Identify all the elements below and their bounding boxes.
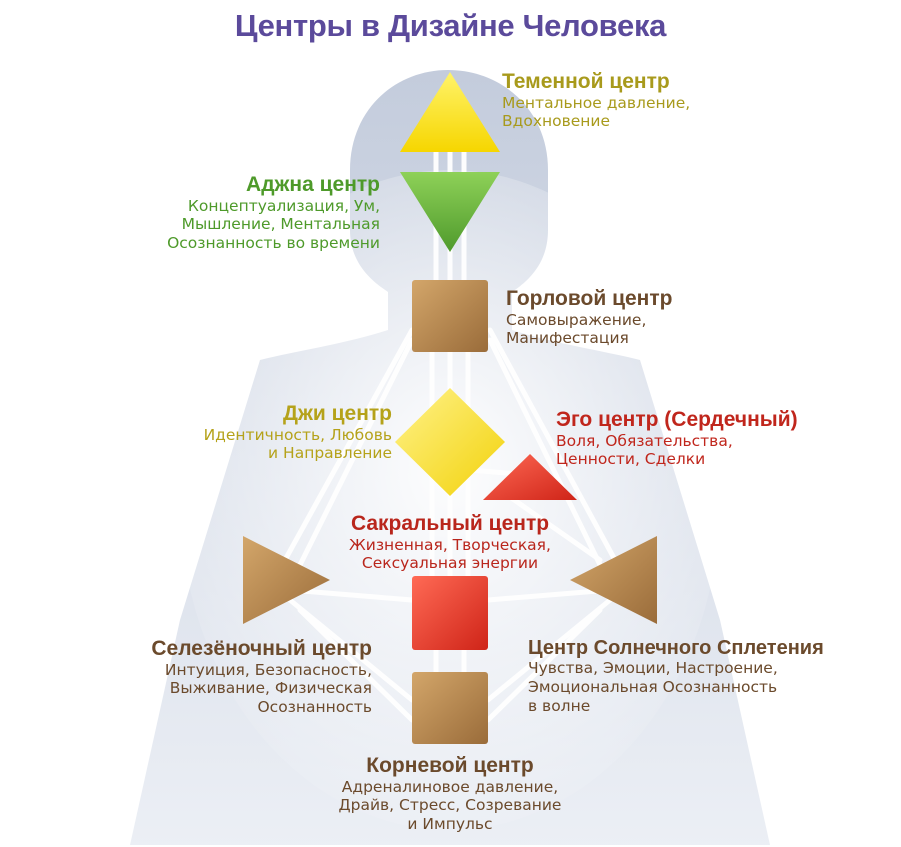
root-center-desc-2: Драйв, Стресс, Созревание: [338, 796, 562, 815]
g-center-shape: [395, 388, 505, 496]
sacral-center-shape: [412, 576, 488, 650]
ego-center-name: Эго центр (Сердечный): [556, 408, 798, 431]
crown-center-name: Теменной центр: [502, 70, 670, 93]
g-center-desc-1: Идентичность, Любовь: [203, 425, 392, 444]
g-center-label: Джи центр Идентичность, Любовь и Направл…: [150, 402, 392, 463]
solar-plexus-center-desc-1: Чувства, Эмоции, Настроение,: [528, 659, 778, 678]
spleen-center-desc-2: Выживание, Физическая: [169, 679, 372, 698]
sacral-center-label: Сакральный центр Жизненная, Творческая, …: [310, 512, 590, 573]
crown-center-desc-1: Ментальное давление,: [502, 93, 691, 112]
root-center-name: Корневой центр: [366, 754, 534, 777]
solar-plexus-center-name: Центр Солнечного Сплетения: [528, 637, 824, 659]
solar-plexus-center-desc-3: в волне: [528, 696, 591, 715]
solar-plexus-center-desc-2: Эмоциональная Осознанность: [528, 677, 778, 696]
crown-center-desc-2: Вдохновение: [502, 112, 611, 131]
ajna-center-shape: [400, 172, 500, 252]
ego-center-shape: [483, 454, 577, 500]
channel-lines: [282, 147, 618, 723]
solar-plexus-center-label: Центр Солнечного Сплетения Чувства, Эмоц…: [528, 637, 824, 715]
g-center-name: Джи центр: [283, 402, 392, 425]
root-center-shape: [412, 672, 488, 744]
ajna-center-desc-3: Осознанность во времени: [167, 233, 380, 252]
throat-center-name: Горловой центр: [506, 287, 673, 310]
crown-center-shape: [400, 72, 500, 152]
crown-center-label: Теменной центр Ментальное давление, Вдох…: [502, 70, 690, 131]
root-center-desc-3: и Импульс: [407, 814, 493, 833]
throat-center-shape: [412, 280, 488, 352]
ajna-center-label: Аджна центр Концептуализация, Ум, Мышлен…: [100, 173, 380, 252]
throat-center-label: Горловой центр Самовыражение, Манифестац…: [506, 287, 672, 348]
ego-center-desc-1: Воля, Обязательства,: [556, 431, 733, 450]
ajna-center-desc-1: Концептуализация, Ум,: [187, 196, 380, 215]
spleen-center-label: Селезёночный центр Интуиция, Безопасност…: [60, 637, 372, 716]
ego-center-label: Эго центр (Сердечный) Воля, Обязательств…: [556, 408, 798, 469]
solar-plexus-center-shape: [570, 536, 657, 624]
ajna-center-name: Аджна центр: [246, 173, 380, 196]
ego-center-desc-2: Ценности, Сделки: [556, 450, 706, 469]
spleen-center-desc-3: Осознанность: [257, 697, 372, 716]
page-title: Центры в Дизайне Человека: [234, 8, 667, 43]
spleen-center-name: Селезёночный центр: [151, 637, 372, 660]
root-center-label: Корневой центр Адреналиновое давление, Д…: [300, 754, 600, 833]
g-center-desc-2: и Направление: [268, 444, 392, 463]
spleen-center-shape: [243, 536, 330, 624]
sacral-center-desc-2: Сексуальная энергии: [361, 554, 539, 573]
sacral-center-name: Сакральный центр: [350, 512, 550, 535]
root-center-desc-1: Адреналиновое давление,: [341, 777, 559, 796]
spleen-center-desc-1: Интуиция, Безопасность,: [164, 660, 372, 679]
ajna-center-desc-2: Мышление, Ментальная: [181, 215, 380, 234]
throat-center-desc-1: Самовыражение,: [506, 310, 647, 329]
sacral-center-desc-1: Жизненная, Творческая,: [349, 535, 551, 554]
throat-center-desc-2: Манифестация: [506, 329, 629, 348]
